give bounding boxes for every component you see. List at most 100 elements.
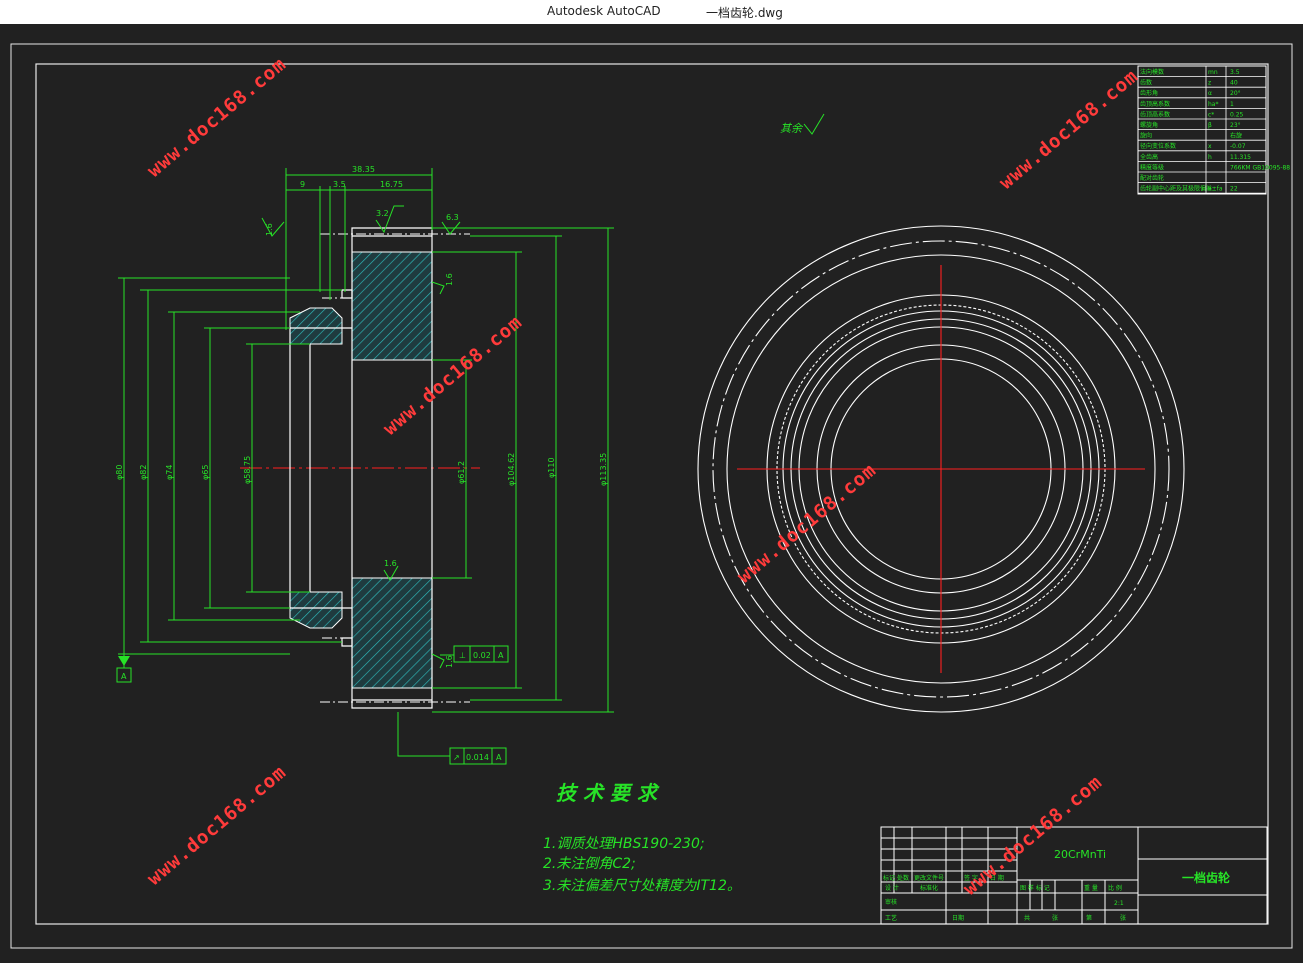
gear-table-cell: β (1208, 122, 1212, 129)
tb-label-7: 图 样 标 记 (1020, 884, 1050, 892)
gear-table-cell: 20° (1230, 90, 1241, 97)
tol1-symbol: ⊥ (459, 651, 466, 660)
gear-table-cell: c* (1208, 111, 1214, 118)
gear-table-cell: mn (1208, 69, 1218, 76)
gear-table-cell: 法向模数 (1140, 68, 1164, 76)
gear-table-cell: 精度等级 (1140, 163, 1164, 171)
tol2-datum: A (496, 753, 502, 762)
gear-table-cell: 径向变位系数 (1140, 142, 1176, 150)
gear-table-cell: z (1208, 80, 1211, 87)
gear-table-cell: 全齿高 (1140, 153, 1158, 161)
dim-phi58: φ58.75 (243, 456, 252, 484)
gear-table-cell: ha* (1208, 101, 1218, 108)
gear-table-cell: 螺旋角 (1140, 121, 1158, 129)
tb-label-2: 更改文件号 (914, 874, 944, 882)
tb-label-9: 比 例 (1108, 884, 1122, 892)
gear-table-cell: -0.07 (1230, 143, 1246, 150)
gear-parameter-table: 法向模数 mn 3.5 齿数 z 40 齿形角 α 20° 齿顶高系数 ha* 1 齿顶高系数 c* 0.2… (1137, 65, 1290, 195)
tb-label-1: 处数 (897, 874, 909, 882)
material: 20CrMnTi (1054, 848, 1106, 861)
tb-label-8: 重 量 (1084, 884, 1098, 892)
title-block (880, 826, 1268, 925)
tb-label-15: 工艺 (885, 914, 897, 922)
drawing-canvas[interactable]: 38.35 9 3.5 16.75 φ80 φ82 φ74 φ65 φ58.75… (0, 24, 1303, 963)
tol1-value: 0.02 (473, 651, 491, 660)
technical-requirements: 技 术 要 求 1.调质处理HBS190-230; 2.未注倒角C2; 3.未注… (543, 781, 741, 894)
dim-phi80: φ80 (115, 465, 124, 480)
window-titlebar: Autodesk AutoCAD 一档齿轮.dwg (0, 0, 1303, 24)
gear-table-cell: 22 (1230, 186, 1238, 193)
gear-table-cell: 齿顶高系数 (1140, 100, 1170, 108)
gear-table-cell: 40 (1230, 80, 1238, 87)
tech-req-title: 技 术 要 求 (556, 781, 660, 805)
gear-table-cell: 齿数 (1140, 79, 1152, 87)
tb-label-13: 张 (1120, 914, 1126, 922)
dim-phi82: φ82 (139, 465, 148, 480)
roughness-5: 1.6 (384, 559, 397, 568)
dim-phi74: φ74 (165, 465, 174, 480)
tol2-value: 0.014 (466, 753, 489, 762)
watermark-5: www.doc168.com (143, 761, 291, 890)
tb-label-11: 张 (1052, 914, 1058, 922)
tol1-datum: A (498, 651, 504, 660)
watermark-2: www.doc168.com (995, 65, 1143, 194)
dim-phi110: φ110 (547, 457, 556, 478)
dim-phi65: φ65 (201, 465, 210, 480)
gear-table-cell: 旋向 (1140, 132, 1152, 140)
roughness-6: 1.6 (445, 655, 454, 668)
dim-phi61: φ61.2 (457, 461, 466, 484)
tb-scale: 2:1 (1114, 900, 1124, 907)
roughness-4: 1.6 (445, 273, 454, 286)
dim-3-5: 3.5 (333, 180, 346, 189)
tb-label-14: 审核 (885, 898, 897, 906)
tech-req-item-3: 3.未注偏差尺寸处精度为IT12。 (543, 878, 741, 894)
tb-label-0: 标记 (883, 874, 895, 882)
tb-label-12: 第 (1086, 914, 1092, 922)
tech-req-item-1: 1.调质处理HBS190-230; (543, 836, 705, 852)
gear-table-cell: 齿形角 (1140, 89, 1158, 97)
tb-label-3: 签 字 (964, 874, 978, 882)
roughness-3: 6.3 (446, 213, 459, 222)
gear-table-cell: 11.315 (1230, 154, 1251, 161)
gear-table-cell: 1 (1230, 101, 1234, 108)
tol2-symbol: ↗ (453, 753, 460, 762)
datum-a: A (121, 672, 127, 681)
tb-label-4: 日 期 (990, 874, 1004, 882)
gear-table-cell: 齿轮副中心距及其极限偏差 (1140, 185, 1212, 193)
roughness-2: 3.2 (376, 209, 389, 218)
app-title: Autodesk AutoCAD (547, 4, 661, 18)
gear-table-cell: α (1208, 90, 1212, 97)
section-view: 38.35 9 3.5 16.75 φ80 φ82 φ74 φ65 φ58.75… (115, 113, 825, 765)
gear-table-cell: a±fa (1208, 186, 1223, 193)
gear-table-cell: x (1208, 143, 1212, 150)
dim-phi104: φ104.62 (507, 453, 516, 486)
gear-table-cell: 0.25 (1230, 111, 1244, 118)
outer-frame (10, 43, 1293, 949)
gear-table-cell: 3.5 (1230, 69, 1240, 76)
gear-table-cell: 配对齿轮 (1140, 174, 1164, 182)
dim-9: 9 (300, 180, 305, 189)
tb-label-16: 日期 (952, 914, 964, 922)
roughness-1: 1.6 (265, 223, 274, 236)
tb-label-10: 共 (1024, 914, 1030, 922)
dim-phi113: φ113.35 (599, 453, 608, 486)
front-view (697, 225, 1185, 713)
tb-label-6: 标准化 (920, 884, 938, 892)
gear-table-cell: 23° (1230, 122, 1241, 129)
gear-table-cell: 右旋 (1230, 132, 1242, 140)
gear-table-cell: 齿顶高系数 (1140, 110, 1170, 118)
watermark-6: www.doc168.com (959, 771, 1107, 900)
tb-label-5: 设 计 (885, 884, 899, 892)
watermarks: www.doc168.com www.doc168.com www.doc168… (143, 53, 1143, 900)
roughness-note: 其余 (780, 122, 804, 135)
watermark-1: www.doc168.com (143, 53, 291, 182)
tech-req-item-2: 2.未注倒角C2; (543, 856, 636, 872)
dim-overall-width: 38.35 (352, 165, 375, 174)
file-name: 一档齿轮.dwg (706, 6, 783, 20)
part-name: 一档齿轮 (1182, 870, 1231, 885)
inner-frame (35, 63, 1269, 925)
gear-table-cell: h (1208, 154, 1212, 161)
watermark-4: www.doc168.com (733, 459, 881, 588)
gear-table-cell: 766KM GB10095-88 (1230, 164, 1290, 171)
dim-16-75: 16.75 (380, 180, 403, 189)
